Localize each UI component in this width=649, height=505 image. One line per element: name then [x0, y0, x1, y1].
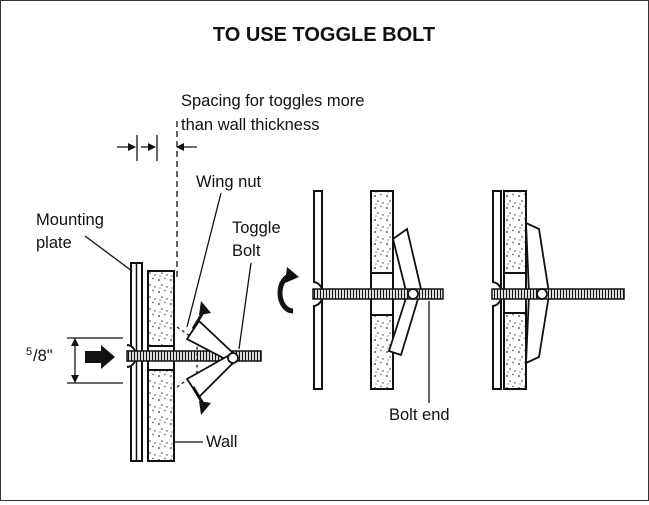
- dimension-label: /8": [33, 347, 53, 365]
- wing-pivot: [536, 288, 548, 300]
- dimension-numerator: 5: [26, 346, 32, 358]
- arrow-up-icon: [199, 301, 211, 315]
- spacing-dimension: [117, 121, 197, 277]
- rotate-arrow-icon: [277, 267, 299, 314]
- label-wing-nut: Wing nut: [196, 173, 262, 191]
- toggle-wing-lower: [525, 294, 551, 365]
- arrow-down-icon: [199, 401, 211, 415]
- wing-pivot: [407, 288, 419, 300]
- leader-wing-nut: [186, 192, 222, 328]
- label-wall: Wall: [206, 433, 237, 451]
- bolt-shank: [312, 288, 444, 300]
- arrow-right-icon: [85, 345, 115, 369]
- label-toggle-line2: Bolt: [232, 242, 261, 260]
- label-mounting-line2: plate: [36, 234, 72, 252]
- label-spacing-line2: than wall thickness: [181, 116, 320, 134]
- leader-mounting: [84, 235, 133, 272]
- left-wall-assembly: [126, 262, 262, 462]
- label-toggle-line1: Toggle: [232, 219, 281, 237]
- label-mounting-line1: Mounting: [36, 211, 104, 229]
- toggle-wing-upper: [525, 221, 551, 294]
- label-bolt-end: Bolt end: [389, 406, 450, 424]
- leader-toggle: [238, 262, 252, 350]
- label-spacing-line1: Spacing for toggles more: [181, 92, 364, 110]
- diagram-title: TO USE TOGGLE BOLT: [213, 24, 435, 46]
- right-wall-assembly: [491, 190, 625, 390]
- bolt-shank: [126, 350, 262, 362]
- bolt-shank: [491, 288, 625, 300]
- wing-pivot: [227, 352, 239, 364]
- dimension-5-8: [67, 337, 123, 384]
- middle-wall-assembly: [312, 190, 444, 390]
